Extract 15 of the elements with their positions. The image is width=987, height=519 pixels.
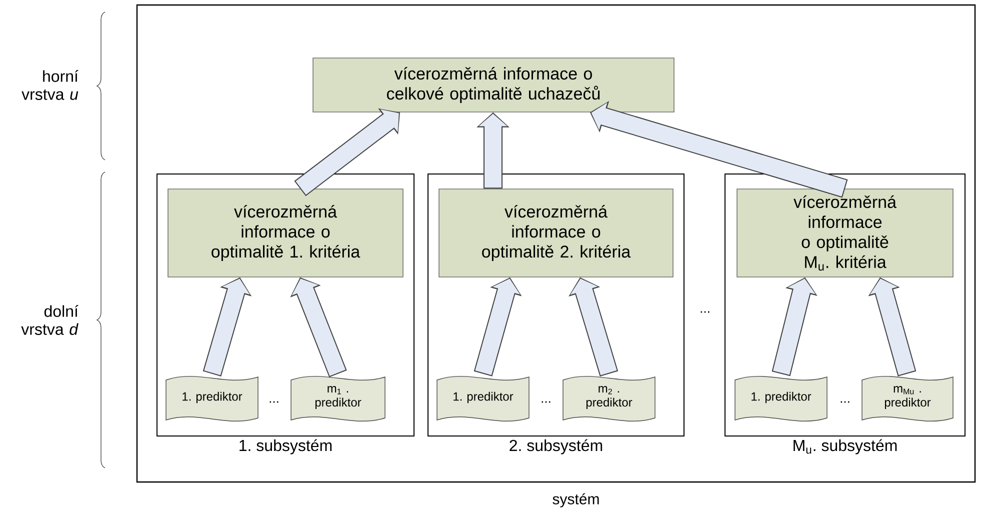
layer-label: horní vrstva u — [22, 70, 78, 100]
info-box: vícerozměrná informace o optimalitě 2. kritéria — [438, 188, 674, 278]
node-label: M$_{u}$. subsystém — [794, 439, 897, 454]
ellipsis: ... — [700, 311, 710, 313]
node-label: 2. subsystém — [510, 439, 602, 454]
ellipsis: ... — [840, 401, 850, 403]
layer-label: dolní vrstva d — [21, 305, 78, 335]
info-box: vícerozměrná informace o optimalitě 1. kritéria — [168, 188, 404, 278]
node-label: systém — [552, 493, 599, 508]
ellipsis: ... — [270, 401, 278, 403]
node-label: 1. subsystém — [240, 439, 332, 454]
block-arrow — [294, 108, 400, 196]
info-box: vícerozměrná informace o celkové optimalitě uchazečů — [312, 58, 674, 112]
ellipsis: ... — [542, 401, 550, 403]
info-box: vícerozměrná informace o optimalitě M$_{u}$. kritéria — [736, 188, 954, 278]
